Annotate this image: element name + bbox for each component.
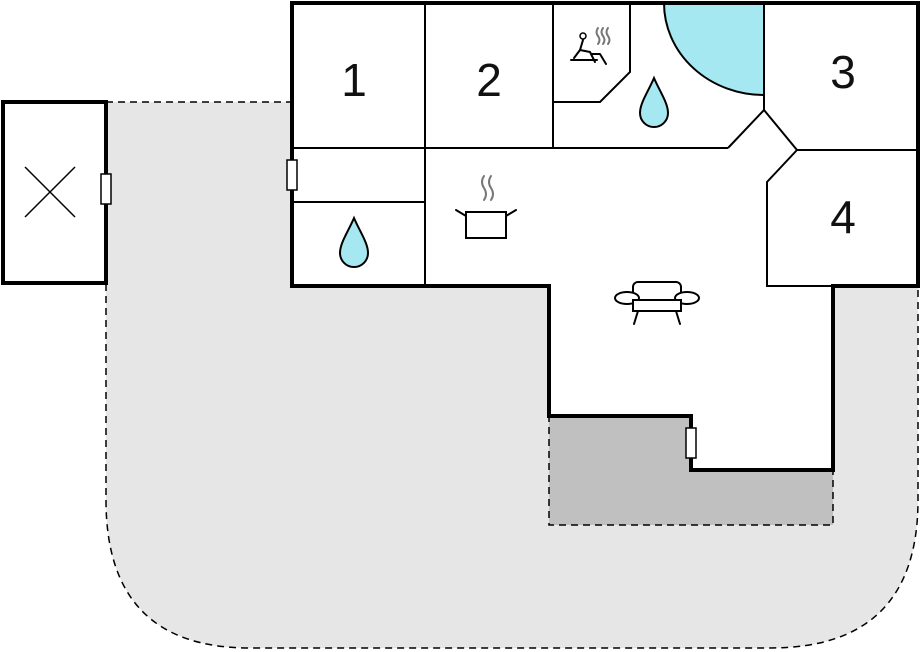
- door-icon: [286, 159, 298, 191]
- door-icon: [100, 173, 112, 205]
- room-label-1: 1: [341, 54, 367, 106]
- parking-x-icon: [24, 166, 76, 218]
- sauna-icon: [570, 27, 611, 65]
- cooking-pot-icon: [455, 175, 517, 239]
- water-drop-icon: [338, 215, 370, 268]
- room-label-4: 4: [830, 191, 856, 243]
- door-icon: [685, 427, 697, 459]
- exterior-walls: [290, 1, 920, 472]
- outbuilding: [1, 100, 108, 285]
- interior-walls: [292, 3, 918, 287]
- room-label-2: 2: [476, 54, 502, 106]
- house-footprint: [292, 3, 918, 470]
- sofa-icon: [614, 281, 700, 325]
- room-label-3: 3: [830, 46, 856, 98]
- water-drop-icon: [638, 75, 670, 128]
- jacuzzi-icon: [662, 2, 765, 97]
